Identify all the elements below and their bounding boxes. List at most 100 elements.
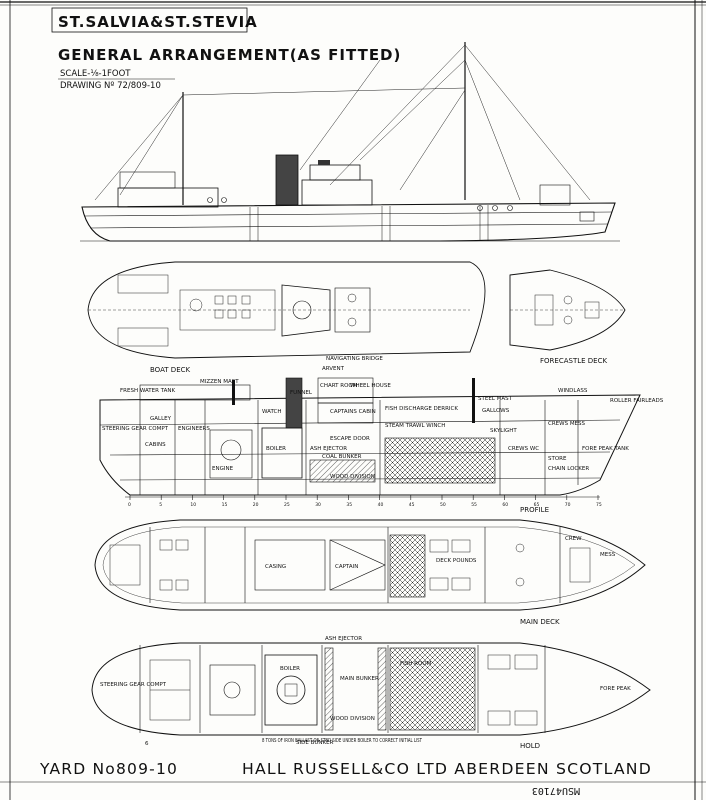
fish-room-profile [384, 437, 496, 484]
wheel-house-elevation [309, 164, 361, 181]
frame-ticks: 0 5 10 15 20 25 30 35 40 45 50 55 60 65 70 75 [128, 495, 602, 508]
frame-tick-label: 30 [315, 502, 321, 508]
label-roller-fairleads: ROLLER FAIRLEADS [610, 398, 664, 404]
steel-mast-profile [472, 378, 475, 423]
label-fore-peak: FORE PEAK TANK [582, 446, 629, 452]
frame-tick-label: 75 [596, 502, 602, 508]
forecastle-deck-label: FORECASTLE DECK [540, 357, 607, 365]
small-mark: 6 [145, 741, 149, 747]
label-skylight: SKYLIGHT [490, 428, 517, 434]
elevation-view [80, 42, 620, 242]
label-hold-ash-ejector: ASH EJECTOR [325, 636, 362, 642]
scale-note: SCALE-⅛-1FOOT [60, 69, 131, 79]
label-crew: CREW [565, 536, 582, 542]
funnel-elevation [275, 154, 299, 206]
label-side-bunker: SIDE BUNKER [296, 740, 334, 746]
label-chart-room: CHART ROOM [320, 383, 358, 389]
main-deck-plan: DECK POUNDS CASING CAPTAIN CREW MESS MAI… [94, 519, 646, 626]
label-boiler: BOILER [266, 446, 286, 452]
frame-tick-label: 15 [222, 502, 228, 508]
boat-deck-plan: BOAT DECK [87, 261, 486, 374]
hull-elevation [81, 202, 616, 242]
label-wheel-house: WHEEL HOUSE [350, 383, 391, 389]
label-galley: GALLEY [150, 416, 172, 422]
coal-bunker-profile [309, 459, 376, 483]
label-windlass: WINDLASS [558, 388, 588, 394]
ballast-note: 8 TONS OF IRON BALLAST ON STBD SIDE UNDE… [262, 738, 422, 744]
label-gallows: GALLOWS [482, 408, 510, 414]
footer-block: YARD No809-10 HALL RUSSELL&CO LTD ABERDE… [39, 760, 652, 796]
label-crews-mess: CREWS MESS [548, 421, 586, 427]
forecastle-outline [509, 269, 626, 351]
label-escape-door: ESCAPE DOOR [330, 436, 370, 442]
profile-section: NAVIGATING BRIDGE ARVENT CHART ROOM WHEE… [99, 356, 664, 514]
main-deck-hatch [389, 534, 426, 598]
label-fish-room: FISH ROOM [400, 661, 432, 667]
label-fresh-water-tank: FRESH WATER TANK [120, 388, 176, 394]
ballast-note-text: 8 TONS OF IRON BALLAST ON STBD SIDE UNDE… [262, 738, 422, 744]
label-chain-locker: CHAIN LOCKER [548, 466, 589, 472]
boat-deck-label: BOAT DECK [150, 366, 191, 374]
frame-tick-label: 0 [128, 502, 131, 508]
frame-tick-label: 5 [159, 502, 162, 508]
label-ash-ejector: ASH EJECTOR [310, 446, 347, 452]
label-trawl-winch: STEAM TRAWL WINCH [385, 423, 445, 429]
label-fish-derrick: FISH DISCHARGE DERRICK [385, 406, 458, 412]
label-watch: WATCH [262, 409, 282, 415]
boat-deck-outline [87, 261, 486, 359]
label-hold-wood-division: WOOD DIVISION [330, 716, 375, 722]
rigging [94, 44, 591, 201]
frame-tick-label: 35 [346, 502, 352, 508]
yard-number: YARD No809-10 [39, 760, 178, 778]
label-arvent: ARVENT [322, 366, 345, 372]
hold-plan: BOILER MAIN BUNKER FISH ROOM ASH EJECTOR… [91, 636, 651, 750]
label-hold-boiler: BOILER [280, 666, 300, 672]
aft-deckhouse [117, 187, 219, 208]
builder-name: HALL RUSSELL&CO LTD ABERDEEN SCOTLAND [242, 760, 652, 778]
drawing-number: DRAWING Nº 72/809-10 [60, 81, 161, 91]
label-funnel: FUNNEL [290, 390, 313, 396]
label-crews-wc: CREWS WC [508, 446, 539, 452]
funnel-profile [285, 377, 303, 429]
fish-room-hold [389, 647, 476, 731]
hold-label: HOLD [520, 742, 540, 750]
label-navigating-bridge: NAVIGATING BRIDGE [326, 356, 383, 362]
frame-tick-label: 65 [534, 502, 540, 508]
label-hold-steering-gear: STEERING GEAR COMPT [100, 682, 167, 688]
frame-tick-label: 20 [253, 502, 259, 508]
label-mess: MESS [600, 552, 616, 558]
label-engine: ENGINE [212, 466, 234, 472]
title-block: ST.SALVIA&ST.STEVIA GENERAL ARRANGEMENT(… [51, 7, 400, 91]
label-coal-bunker: COAL BUNKER [322, 454, 362, 460]
label-captain: CAPTAIN [335, 564, 358, 570]
bridge-plan [281, 284, 331, 337]
vessel-names-box [51, 7, 248, 33]
frame-tick-label: 55 [471, 502, 477, 508]
frame-tick-label: 40 [378, 502, 384, 508]
frame-tick-label: 70 [565, 502, 571, 508]
label-store: STORE [548, 456, 567, 462]
lifeboat [119, 171, 176, 189]
label-cabins: CABINS [145, 442, 166, 448]
archive-reference: MSU47103 [532, 785, 580, 796]
label-main-bunker: MAIN BUNKER [340, 676, 379, 682]
frame-tick-label: 10 [190, 502, 196, 508]
label-hold-fore-peak: FORE PEAK [600, 686, 631, 692]
profile-label: PROFILE [520, 506, 549, 514]
forecastle-deck-plan: FORECASTLE DECK [509, 269, 626, 365]
frame-tick-label: 60 [502, 502, 508, 508]
main-deck-outline [94, 519, 646, 611]
frame-tick-label: 45 [409, 502, 415, 508]
bridge-deckhouse [301, 179, 373, 206]
vessel-names: ST.SALVIA&ST.STEVIA [58, 13, 258, 31]
label-steel-mast: STEEL MAST [478, 396, 513, 402]
label-engineers: ENGINEERS [178, 426, 210, 432]
label-deck-pounds: DECK POUNDS [436, 558, 477, 564]
frame-tick-label: 25 [284, 502, 290, 508]
main-deck-label: MAIN DECK [520, 618, 560, 626]
label-mizzen-mast: MIZZEN MAST [200, 379, 239, 385]
profile-hull [99, 394, 641, 496]
frame-tick-label: 50 [440, 502, 446, 508]
